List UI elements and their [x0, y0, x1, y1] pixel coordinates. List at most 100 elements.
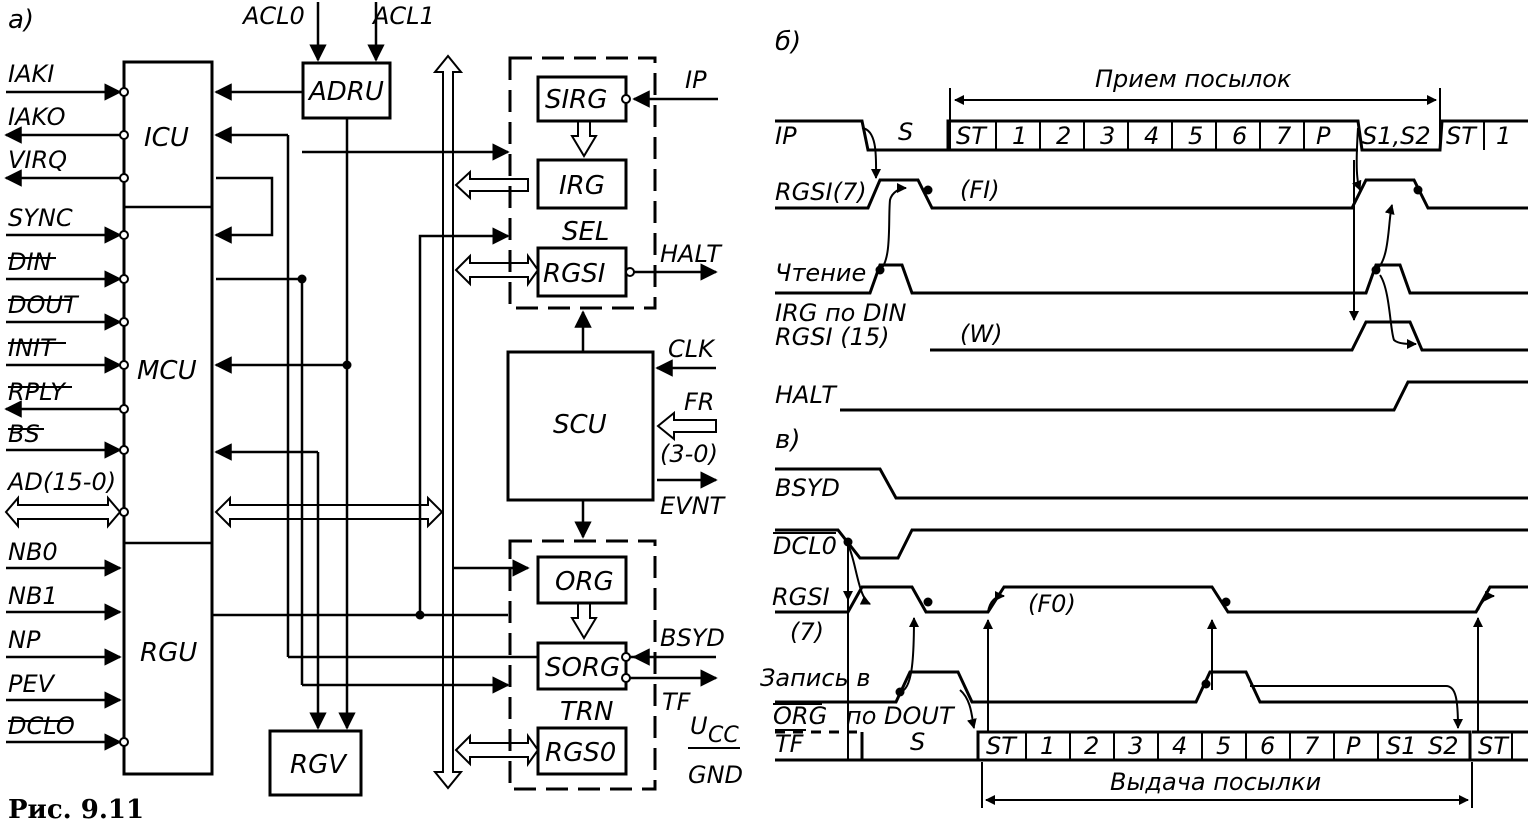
- transmit-frame: ST 1 2 3 4 5 6 7 P S1 S2 ST: [986, 732, 1513, 760]
- timing-rgsi-bit: (7): [790, 618, 824, 646]
- signal-ucc-sub: CC: [708, 723, 739, 748]
- rgu-label: RGU: [140, 638, 197, 668]
- timing-rgsi-label: RGSI: [772, 583, 830, 611]
- signal-nb1: NB1: [8, 582, 58, 610]
- tx-frame-2: 2: [1084, 732, 1099, 760]
- rx-frame-5: 5: [1188, 122, 1203, 150]
- scu-block: [506, 350, 655, 502]
- rgsi-label: RGSI: [543, 259, 605, 289]
- timing-rgsi15-label: RGSI (15): [775, 323, 889, 351]
- signal-evnt: EVNT: [660, 492, 727, 520]
- mcu-label: MCU: [137, 356, 197, 386]
- signal-dclo: DCLO: [8, 712, 75, 740]
- figure-caption: Рис. 9.11: [8, 795, 144, 825]
- tx-frame-5: 5: [1216, 732, 1231, 760]
- signal-ad: AD(15-0): [6, 468, 116, 496]
- irg-label: IRG: [559, 171, 605, 201]
- part-b-label: б): [775, 27, 801, 57]
- tx-frame-st2: ST: [1478, 732, 1510, 760]
- signal-virq: VIRQ: [8, 146, 67, 174]
- tx-frame-3: 3: [1128, 732, 1143, 760]
- rx-frame-3: 3: [1100, 122, 1115, 150]
- transmit-footer: Выдача посылки: [1110, 768, 1321, 796]
- org-label: ORG: [555, 567, 614, 597]
- signal-fr: FR: [684, 388, 714, 416]
- rx-frame-st: ST: [956, 122, 988, 150]
- rx-frame-1b: 1: [1496, 122, 1511, 150]
- timing-dout-label: по DOUT: [846, 702, 956, 730]
- signal-ucc: U: [690, 712, 708, 740]
- part-a-label: а): [8, 5, 34, 35]
- rgsi-block: [536, 246, 628, 298]
- receive-frame: ST 1 2 3 4 5 6 7 P S1,S2 ST 1: [956, 121, 1511, 150]
- adru-block: [301, 61, 392, 120]
- timing-ip-stop: S: [898, 118, 913, 146]
- sirg-label: SIRG: [545, 85, 607, 115]
- timing-receive: б) Прием посылок IP S ST 1 2 3 4 5 6 7: [775, 27, 1528, 412]
- rgso-block: [536, 726, 628, 776]
- signal-iaki: IAKI: [8, 60, 54, 88]
- flag-fi: (FI): [960, 176, 1000, 204]
- flag-w: (W): [960, 320, 1002, 348]
- rx-frame-7: 7: [1276, 122, 1292, 150]
- adru-label: ADRU: [307, 77, 384, 107]
- tx-frame-s2: S2: [1428, 732, 1459, 760]
- signal-init: INIT: [8, 334, 57, 362]
- timing-bsyd-label: BSYD: [775, 474, 840, 502]
- flag-fo: (F0): [1028, 590, 1076, 618]
- signal-iako: IAKO: [8, 103, 65, 131]
- input-acl0: ACL0: [241, 2, 305, 30]
- timing-org-label: ORG: [773, 702, 827, 730]
- timing-rgsi7-label: RGSI(7): [775, 178, 867, 206]
- timing-transmit: в) BSYD DCL0 RGSI (7) (F0) Запись в ORG …: [760, 425, 1528, 808]
- icu-label: ICU: [144, 123, 189, 153]
- tx-frame-4: 4: [1172, 732, 1187, 760]
- timing-irg-label: IRG по DIN: [775, 299, 907, 327]
- tx-frame-p: P: [1346, 732, 1361, 760]
- rx-frame-2: 2: [1056, 122, 1071, 150]
- tx-frame-1: 1: [1040, 732, 1055, 760]
- rx-frame-4: 4: [1144, 122, 1159, 150]
- left-signal-lines: [4, 83, 129, 751]
- rx-frame-st2: ST: [1446, 122, 1478, 150]
- irg-block: [536, 158, 628, 210]
- rx-frame-1: 1: [1012, 122, 1027, 150]
- rgv-block: [268, 729, 363, 797]
- signal-fr-bits: (3-0): [660, 440, 718, 468]
- rx-frame-p: P: [1316, 122, 1331, 150]
- input-acl1: ACL1: [371, 2, 435, 30]
- rx-frame-s1s2: S1,S2: [1362, 122, 1431, 150]
- tx-frame-7: 7: [1304, 732, 1320, 760]
- sirg-block: [536, 75, 628, 123]
- signal-bsyd: BSYD: [660, 624, 725, 652]
- signal-gnd: GND: [688, 761, 743, 789]
- signal-np: NP: [8, 626, 41, 654]
- sorg-block: [536, 641, 628, 691]
- timing-write-label: Запись в: [760, 664, 871, 692]
- part-c-label: в): [775, 425, 800, 455]
- timing-read-label: Чтение: [775, 259, 866, 287]
- rgv-label: RGV: [290, 750, 348, 780]
- sel-container: [508, 56, 657, 310]
- sel-label: SEL: [562, 217, 609, 247]
- signal-nb0: NB0: [8, 538, 58, 566]
- signal-pev: PEV: [8, 670, 56, 698]
- block-diagram: а) ICU MCU RGU: [4, 2, 743, 825]
- receive-header: Прием посылок: [1095, 65, 1292, 93]
- signal-bs: BS: [8, 420, 40, 448]
- tx-frame-6: 6: [1260, 732, 1275, 760]
- timing-tf-stop: S: [910, 728, 925, 756]
- rx-frame-6: 6: [1232, 122, 1247, 150]
- data-bus: [432, 54, 464, 790]
- scu-label: SCU: [553, 410, 607, 440]
- timing-ip-label: IP: [775, 122, 797, 150]
- signal-rply: RPLY: [8, 378, 67, 406]
- signal-dout: DOUT: [8, 291, 80, 319]
- tx-frame-st: ST: [986, 732, 1018, 760]
- org-block: [536, 555, 628, 605]
- bus-interface-block: [122, 60, 214, 776]
- timing-tf-label: TF: [775, 730, 805, 758]
- signal-din: DIN: [8, 248, 52, 276]
- trn-label: TRN: [560, 697, 613, 727]
